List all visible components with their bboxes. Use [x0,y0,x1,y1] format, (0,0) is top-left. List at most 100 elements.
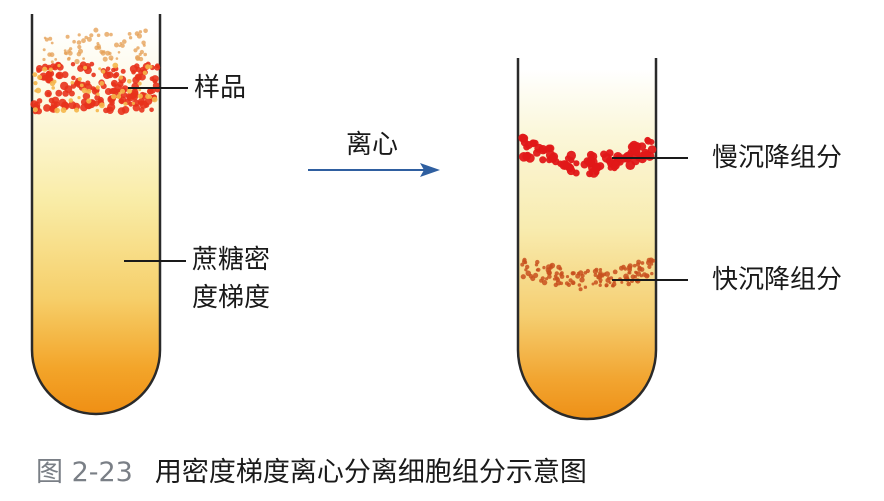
particle [93,27,99,33]
particle [598,268,603,272]
particle [132,104,140,112]
particle [117,51,121,54]
particle [49,80,56,87]
particle [41,74,48,81]
particle [604,271,610,277]
particle [148,64,153,69]
particle [155,63,160,69]
particle [105,50,111,56]
particle [579,277,585,283]
particle [44,89,52,98]
particle [523,260,528,265]
particle [98,67,102,71]
particle [525,153,535,163]
particle [143,28,148,34]
particle [599,280,602,284]
particle [578,287,583,292]
particle [111,93,117,100]
particle [637,265,642,270]
particle [108,55,114,61]
particle [120,88,125,94]
left-tube-fill [32,28,160,414]
particle [55,89,63,97]
particle [647,145,657,154]
particle [525,270,532,277]
particle [586,170,594,178]
particle [593,273,598,277]
particle [114,42,119,48]
particle [144,102,150,108]
particle [81,87,88,94]
particle [142,70,148,76]
particle [126,88,133,94]
particle [146,88,154,95]
particle [96,92,100,96]
particle [107,103,116,112]
particle [555,280,562,286]
particle [70,83,77,89]
particle [103,107,109,114]
particle [145,64,151,70]
particle [591,282,595,286]
particle [650,271,654,276]
particle [605,149,614,158]
particle [565,275,570,279]
particle [118,75,124,80]
particle [63,51,68,55]
particle [627,267,632,273]
particle [67,49,71,53]
particle [61,71,69,79]
figure-number: 图 2-23 [36,457,133,488]
particle [91,72,96,78]
particle [133,48,138,53]
particle [556,264,562,270]
particle [78,48,83,54]
particle [540,276,545,281]
particle [559,272,564,277]
particle [139,107,145,113]
particle [33,81,38,86]
particle [593,280,599,285]
particle [48,67,53,72]
particle [586,150,595,159]
particle [545,277,549,281]
particle [105,66,111,72]
particle [151,96,158,103]
particle [578,270,584,276]
particle [138,69,144,76]
particle [520,274,526,280]
particle [54,107,60,114]
slow-fraction-label: 慢沉降组分 [712,143,843,173]
particle [640,261,645,265]
particle [106,71,114,79]
particle [149,107,154,113]
particle [583,285,588,289]
particle [37,74,43,80]
particle [138,88,142,92]
particle [607,276,611,280]
particle [138,100,144,106]
particle [559,160,570,170]
particle [85,80,91,86]
particle [583,157,592,165]
particle [647,264,652,269]
particle [71,75,76,81]
particle [524,268,528,272]
particle [77,33,81,37]
gradient-label-line2: 度梯度 [192,283,271,313]
particle [102,56,108,62]
particle [523,143,530,151]
centrifuge-arrow [308,163,440,177]
particle [109,32,113,37]
particle [54,58,58,61]
particle [554,271,559,276]
particle [68,101,77,110]
particle [627,271,631,275]
particle [634,270,638,274]
particle [74,107,80,113]
particle [80,98,88,106]
particle [64,85,73,93]
particle [534,263,539,267]
particle [621,264,626,270]
